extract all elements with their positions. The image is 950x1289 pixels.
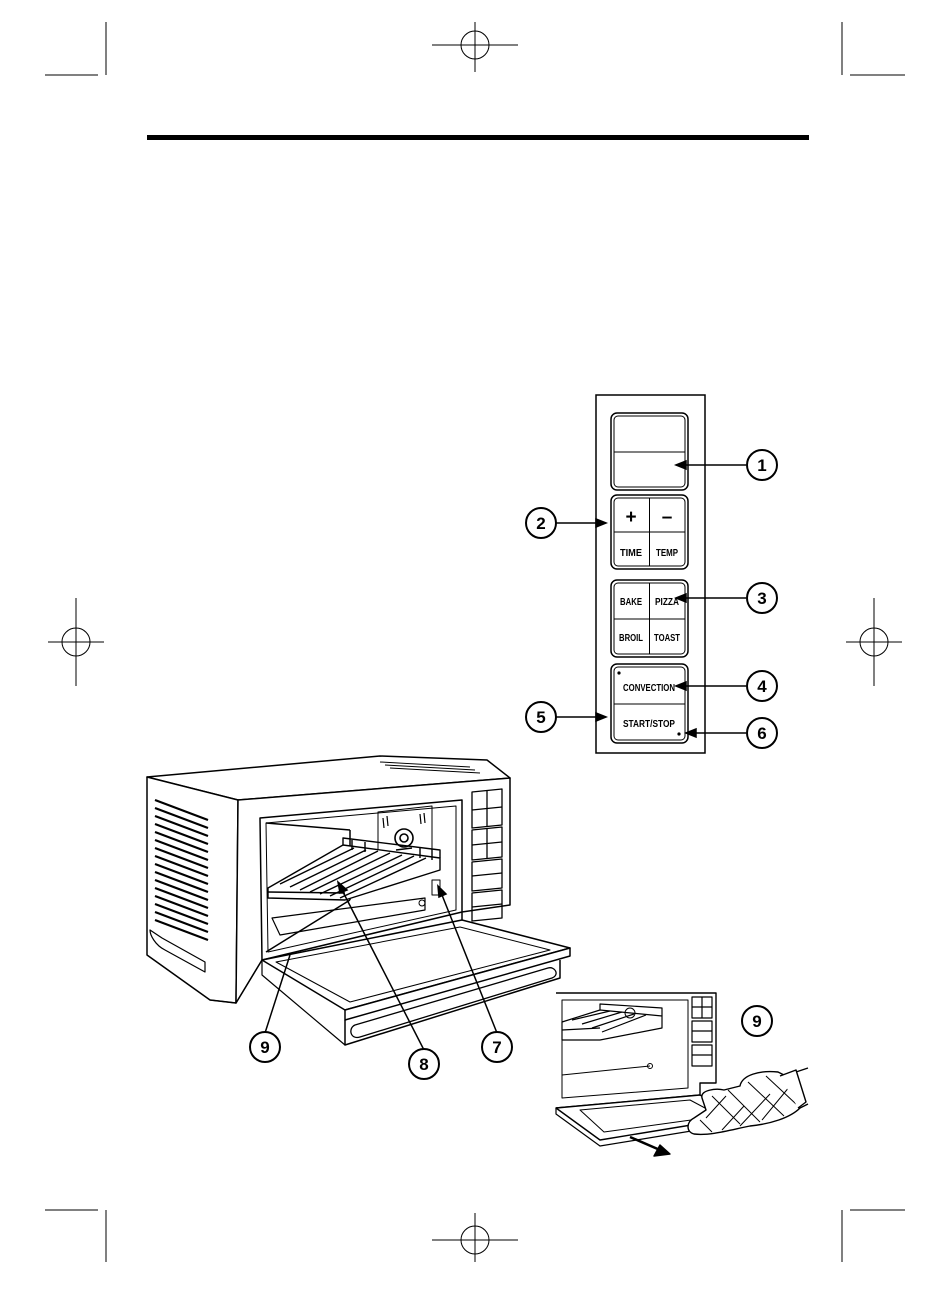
registration-mark-bottom xyxy=(432,1213,518,1262)
svg-text:1: 1 xyxy=(757,456,766,475)
callout-5: 5 xyxy=(526,702,556,732)
callout-9: 9 xyxy=(250,1032,280,1062)
control-panel xyxy=(596,395,705,753)
svg-text:7: 7 xyxy=(492,1038,501,1057)
svg-text:6: 6 xyxy=(757,724,766,743)
temp-button[interactable]: TEMP xyxy=(656,548,678,559)
svg-text:8: 8 xyxy=(419,1055,428,1074)
callout-8: 8 xyxy=(409,1049,439,1079)
panel-leader-lines xyxy=(555,461,746,737)
callout-9-inset: 9 xyxy=(742,1006,772,1036)
svg-text:9: 9 xyxy=(752,1012,761,1031)
callout-6: 6 xyxy=(747,718,777,748)
callout-2: 2 xyxy=(526,508,556,538)
convection-button[interactable]: CONVECTION xyxy=(623,683,675,694)
registration-mark-top xyxy=(432,22,518,72)
broil-button[interactable]: BROIL xyxy=(619,633,643,644)
registration-mark-right xyxy=(846,598,902,686)
bake-button[interactable]: BAKE xyxy=(620,597,642,608)
convection-indicator-dot xyxy=(617,671,620,674)
pizza-button[interactable]: PIZZA xyxy=(655,597,679,608)
svg-text:4: 4 xyxy=(757,677,767,696)
oven-mitt xyxy=(688,1068,808,1134)
svg-text:5: 5 xyxy=(536,708,545,727)
svg-text:3: 3 xyxy=(757,589,766,608)
oven-illustration xyxy=(147,756,570,1045)
function-group xyxy=(611,580,688,657)
callout-1: 1 xyxy=(747,450,777,480)
svg-text:2: 2 xyxy=(536,514,545,533)
time-button[interactable]: TIME xyxy=(620,548,642,559)
callout-7: 7 xyxy=(482,1032,512,1062)
display-window xyxy=(611,413,688,490)
start-stop-button[interactable]: START/STOP xyxy=(623,719,675,730)
registration-mark-left xyxy=(48,598,104,686)
callout-3: 3 xyxy=(747,583,777,613)
header-rule xyxy=(147,135,809,140)
on-indicator-dot xyxy=(677,732,680,735)
toast-button[interactable]: TOAST xyxy=(654,633,680,644)
plus-button[interactable]: + xyxy=(625,507,636,528)
convection-start-group xyxy=(611,664,688,743)
svg-text:9: 9 xyxy=(260,1038,269,1057)
callout-4: 4 xyxy=(747,671,777,701)
minus-button[interactable]: – xyxy=(662,507,673,528)
